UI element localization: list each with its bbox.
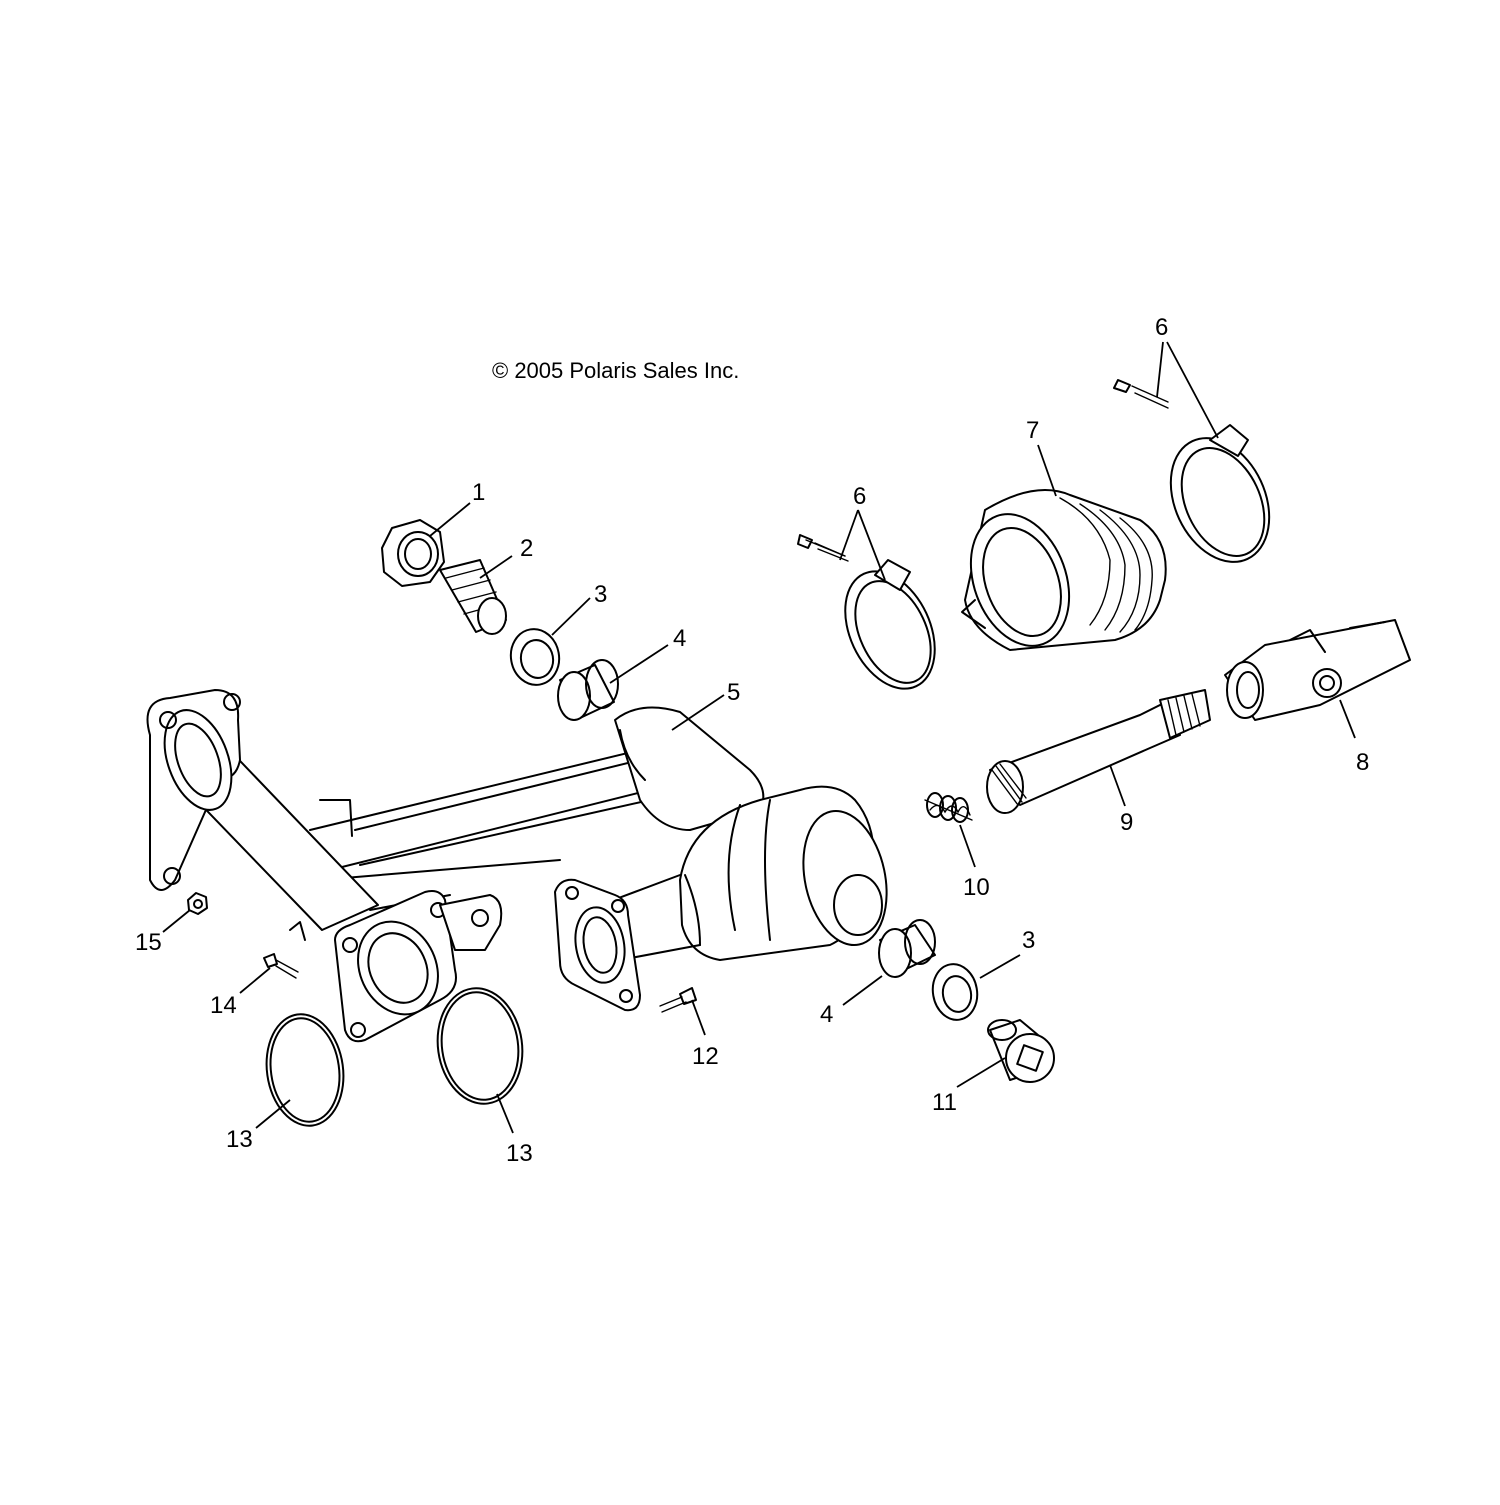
leader-lines <box>162 341 1356 1134</box>
nut-part-15 <box>187 892 208 915</box>
bolt-part-12 <box>659 987 697 1013</box>
callout-2: 2 <box>520 535 533 562</box>
callout-3-upper: 3 <box>594 581 607 608</box>
callout-1: 1 <box>472 479 485 506</box>
splined-shaft-part-9 <box>986 689 1211 814</box>
callout-8: 8 <box>1356 749 1369 776</box>
callout-5: 5 <box>727 679 740 706</box>
bushing-part-4-upper <box>557 659 619 721</box>
bushing-part-4-lower <box>878 919 936 978</box>
swing-arm-housing <box>146 689 888 1043</box>
callout-3-lower: 3 <box>1022 927 1035 954</box>
rubber-boot-part-7 <box>961 489 1167 651</box>
spring-part-10 <box>924 792 973 823</box>
threaded-pin-part-2 <box>439 559 507 635</box>
callout-10: 10 <box>963 874 990 901</box>
callout-9: 9 <box>1120 809 1133 836</box>
callout-11: 11 <box>932 1089 957 1116</box>
callout-14: 14 <box>210 992 237 1019</box>
washer-part-3-upper <box>509 628 561 686</box>
callout-6-right: 6 <box>1155 314 1168 341</box>
callout-13-right: 13 <box>506 1140 533 1167</box>
boot-clamp-part-6-left <box>797 534 936 690</box>
callout-4-upper: 4 <box>673 625 686 652</box>
callout-13-left: 13 <box>226 1126 253 1153</box>
o-ring-part-13-right <box>436 987 524 1105</box>
washer-part-3-lower <box>931 963 979 1021</box>
o-ring-part-13-left <box>265 1013 345 1127</box>
callout-12: 12 <box>692 1043 719 1070</box>
callout-6-left: 6 <box>853 483 866 510</box>
screw-part-14 <box>263 953 299 979</box>
u-joint-yoke-part-8 <box>1224 619 1411 721</box>
callout-4-lower: 4 <box>820 1001 833 1028</box>
callout-15: 15 <box>135 929 162 956</box>
boot-clamp-part-6-right <box>1113 379 1271 563</box>
callout-labels: 1 2 3 4 5 6 6 7 8 9 10 3 4 11 12 13 13 1… <box>135 314 1369 1167</box>
copyright-text: © 2005 Polaris Sales Inc. <box>492 358 739 383</box>
plug-part-11 <box>987 1019 1055 1083</box>
callout-7: 7 <box>1026 417 1039 444</box>
hex-nut-part-1 <box>381 519 445 587</box>
